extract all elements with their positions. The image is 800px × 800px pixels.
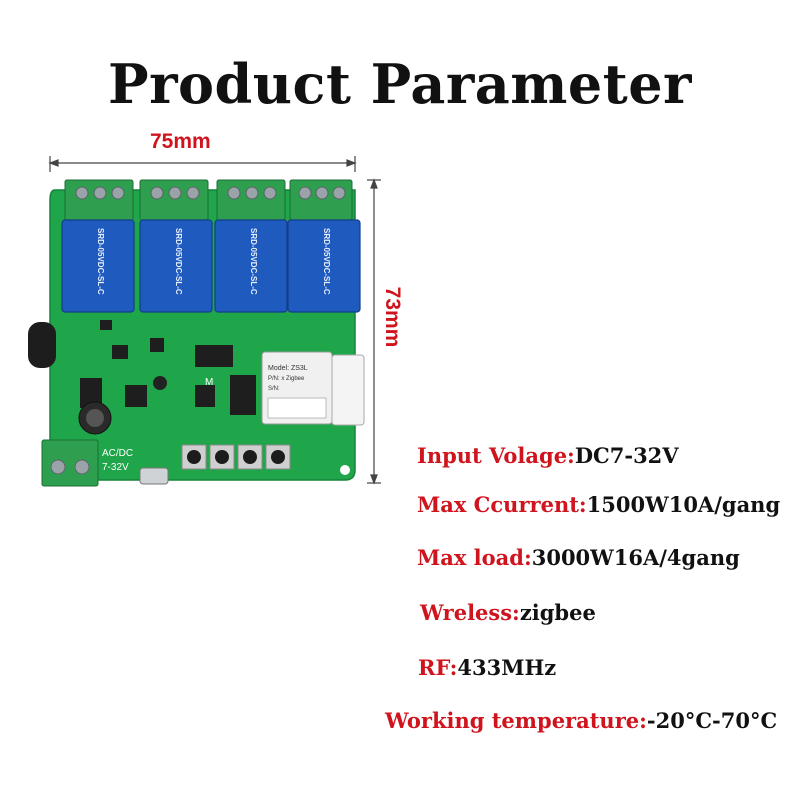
spec-key: Input Volage: [417,443,575,468]
spec-key: RF: [418,655,458,680]
svg-text:SRD-05VDC-SL-C: SRD-05VDC-SL-C [322,228,331,295]
spec-key: Working temperature: [385,708,647,733]
spec-max-load: Max load:3000W16A/4gang [417,545,740,570]
spec-max-current: Max Ccurrent:1500W10A/gang [417,492,780,517]
relays [61,219,361,313]
spec-value: 1500W10A/gang [586,492,781,517]
module-pn: P/N: x Zigbee [268,376,305,382]
spec-key: Max Ccurrent: [417,492,587,517]
height-dimension-line [367,178,381,485]
module-sn: S/N: [268,386,280,392]
usb-port [139,467,169,485]
spec-key: Wreless: [420,600,520,625]
page-title: Product Parameter [107,52,693,116]
ic-chips [80,320,256,415]
svg-text:SRD-05VDC-SL-C: SRD-05VDC-SL-C [249,228,258,295]
spec-value: 433MHz [457,655,557,680]
antenna [28,322,56,368]
power-label-2: 7-32V [102,462,129,473]
chip-label: M [205,377,213,388]
spec-value: zigbee [519,600,596,625]
spec-input-voltage: Input Volage:DC7-32V [417,443,679,468]
side-connector [331,354,365,426]
relay-labels: SRD-05VDC-SL-C SRD-05VDC-SL-C SRD-05VDC-… [96,228,331,295]
spec-working-temperature: Working temperature:-20°C-70°C [385,708,777,733]
spec-value: -20°C-70°C [646,708,778,733]
spec-value: 3000W16A/4gang [531,545,740,570]
power-label-1: AC/DC [102,448,133,459]
module-model: Model: ZS3L [268,365,308,372]
width-dimension-label: 75mm [150,130,211,153]
spec-rf: RF:433MHz [418,655,556,680]
spec-value: DC7-32V [574,443,679,468]
power-terminal [41,439,99,487]
svg-text:SRD-05VDC-SL-C: SRD-05VDC-SL-C [174,228,183,295]
spec-wireless: Wreless:zigbee [420,600,596,625]
mounting-hole [340,465,350,475]
svg-text:SRD-05VDC-SL-C: SRD-05VDC-SL-C [96,228,105,295]
tactile-buttons [181,444,291,470]
spec-key: Max load: [417,545,532,570]
width-dimension-line [48,156,357,172]
terminal-screws [75,186,346,200]
